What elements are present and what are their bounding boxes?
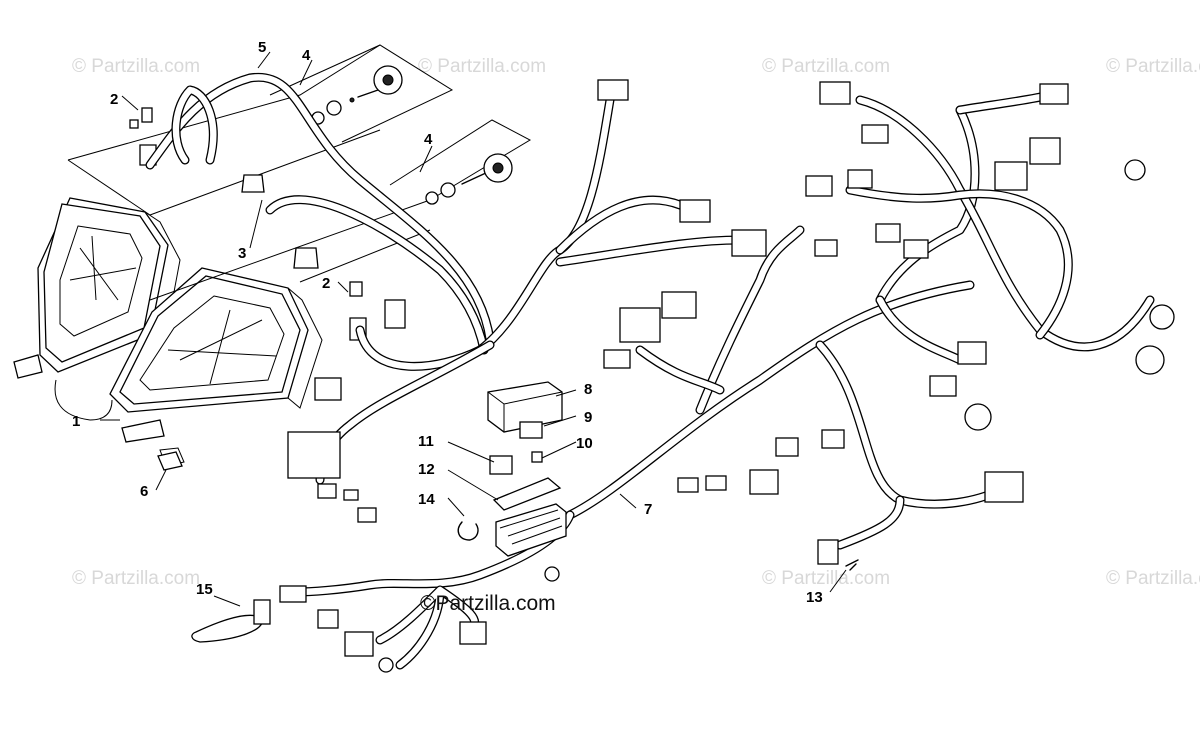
relay-fuse-parts xyxy=(457,381,567,557)
watermark: © Partzilla.com xyxy=(762,568,890,589)
bulb-assembly-lower xyxy=(149,119,532,341)
callout-1: 1 xyxy=(72,413,80,430)
callout-labels: 1 2 2 3 4 4 5 6 7 8 9 10 11 12 13 14 15 xyxy=(72,39,823,606)
watermark-layer: © Partzilla.com © Partzilla.com © Partzi… xyxy=(72,56,1200,589)
callout-6: 6 xyxy=(140,483,148,500)
callout-7: 7 xyxy=(644,501,652,518)
callout-5: 5 xyxy=(258,39,266,56)
callout-13: 13 xyxy=(806,589,823,606)
watermark: © Partzilla.com xyxy=(1106,56,1200,77)
callout-3: 3 xyxy=(238,245,246,262)
leader-lines xyxy=(100,51,847,607)
wire-harness xyxy=(145,72,1155,670)
watermark: © Partzilla.com xyxy=(762,56,890,77)
callout-10: 10 xyxy=(576,435,593,452)
callout-15: 15 xyxy=(196,581,213,598)
watermark: © Partzilla.com xyxy=(72,568,200,589)
watermark-main: ©Partzilla.com xyxy=(420,592,556,615)
callout-4: 4 xyxy=(302,47,311,64)
connectors xyxy=(279,79,1175,673)
callout-12: 12 xyxy=(418,461,435,478)
watermark: © Partzilla.com xyxy=(418,56,546,77)
callout-2: 2 xyxy=(110,91,118,108)
watermark: © Partzilla.com xyxy=(1106,568,1200,589)
headlight-right xyxy=(109,267,323,467)
callout-14: 14 xyxy=(418,491,435,508)
callout-11: 11 xyxy=(418,433,434,450)
watermark: © Partzilla.com xyxy=(72,56,200,77)
callout-4: 4 xyxy=(424,131,433,148)
callout-2: 2 xyxy=(322,275,330,292)
leader xyxy=(54,379,113,421)
callout-8: 8 xyxy=(584,381,592,398)
headlight-left xyxy=(13,197,181,379)
bulb-assembly-upper xyxy=(67,44,454,216)
callout-9: 9 xyxy=(584,409,592,426)
misc-parts xyxy=(157,451,859,643)
